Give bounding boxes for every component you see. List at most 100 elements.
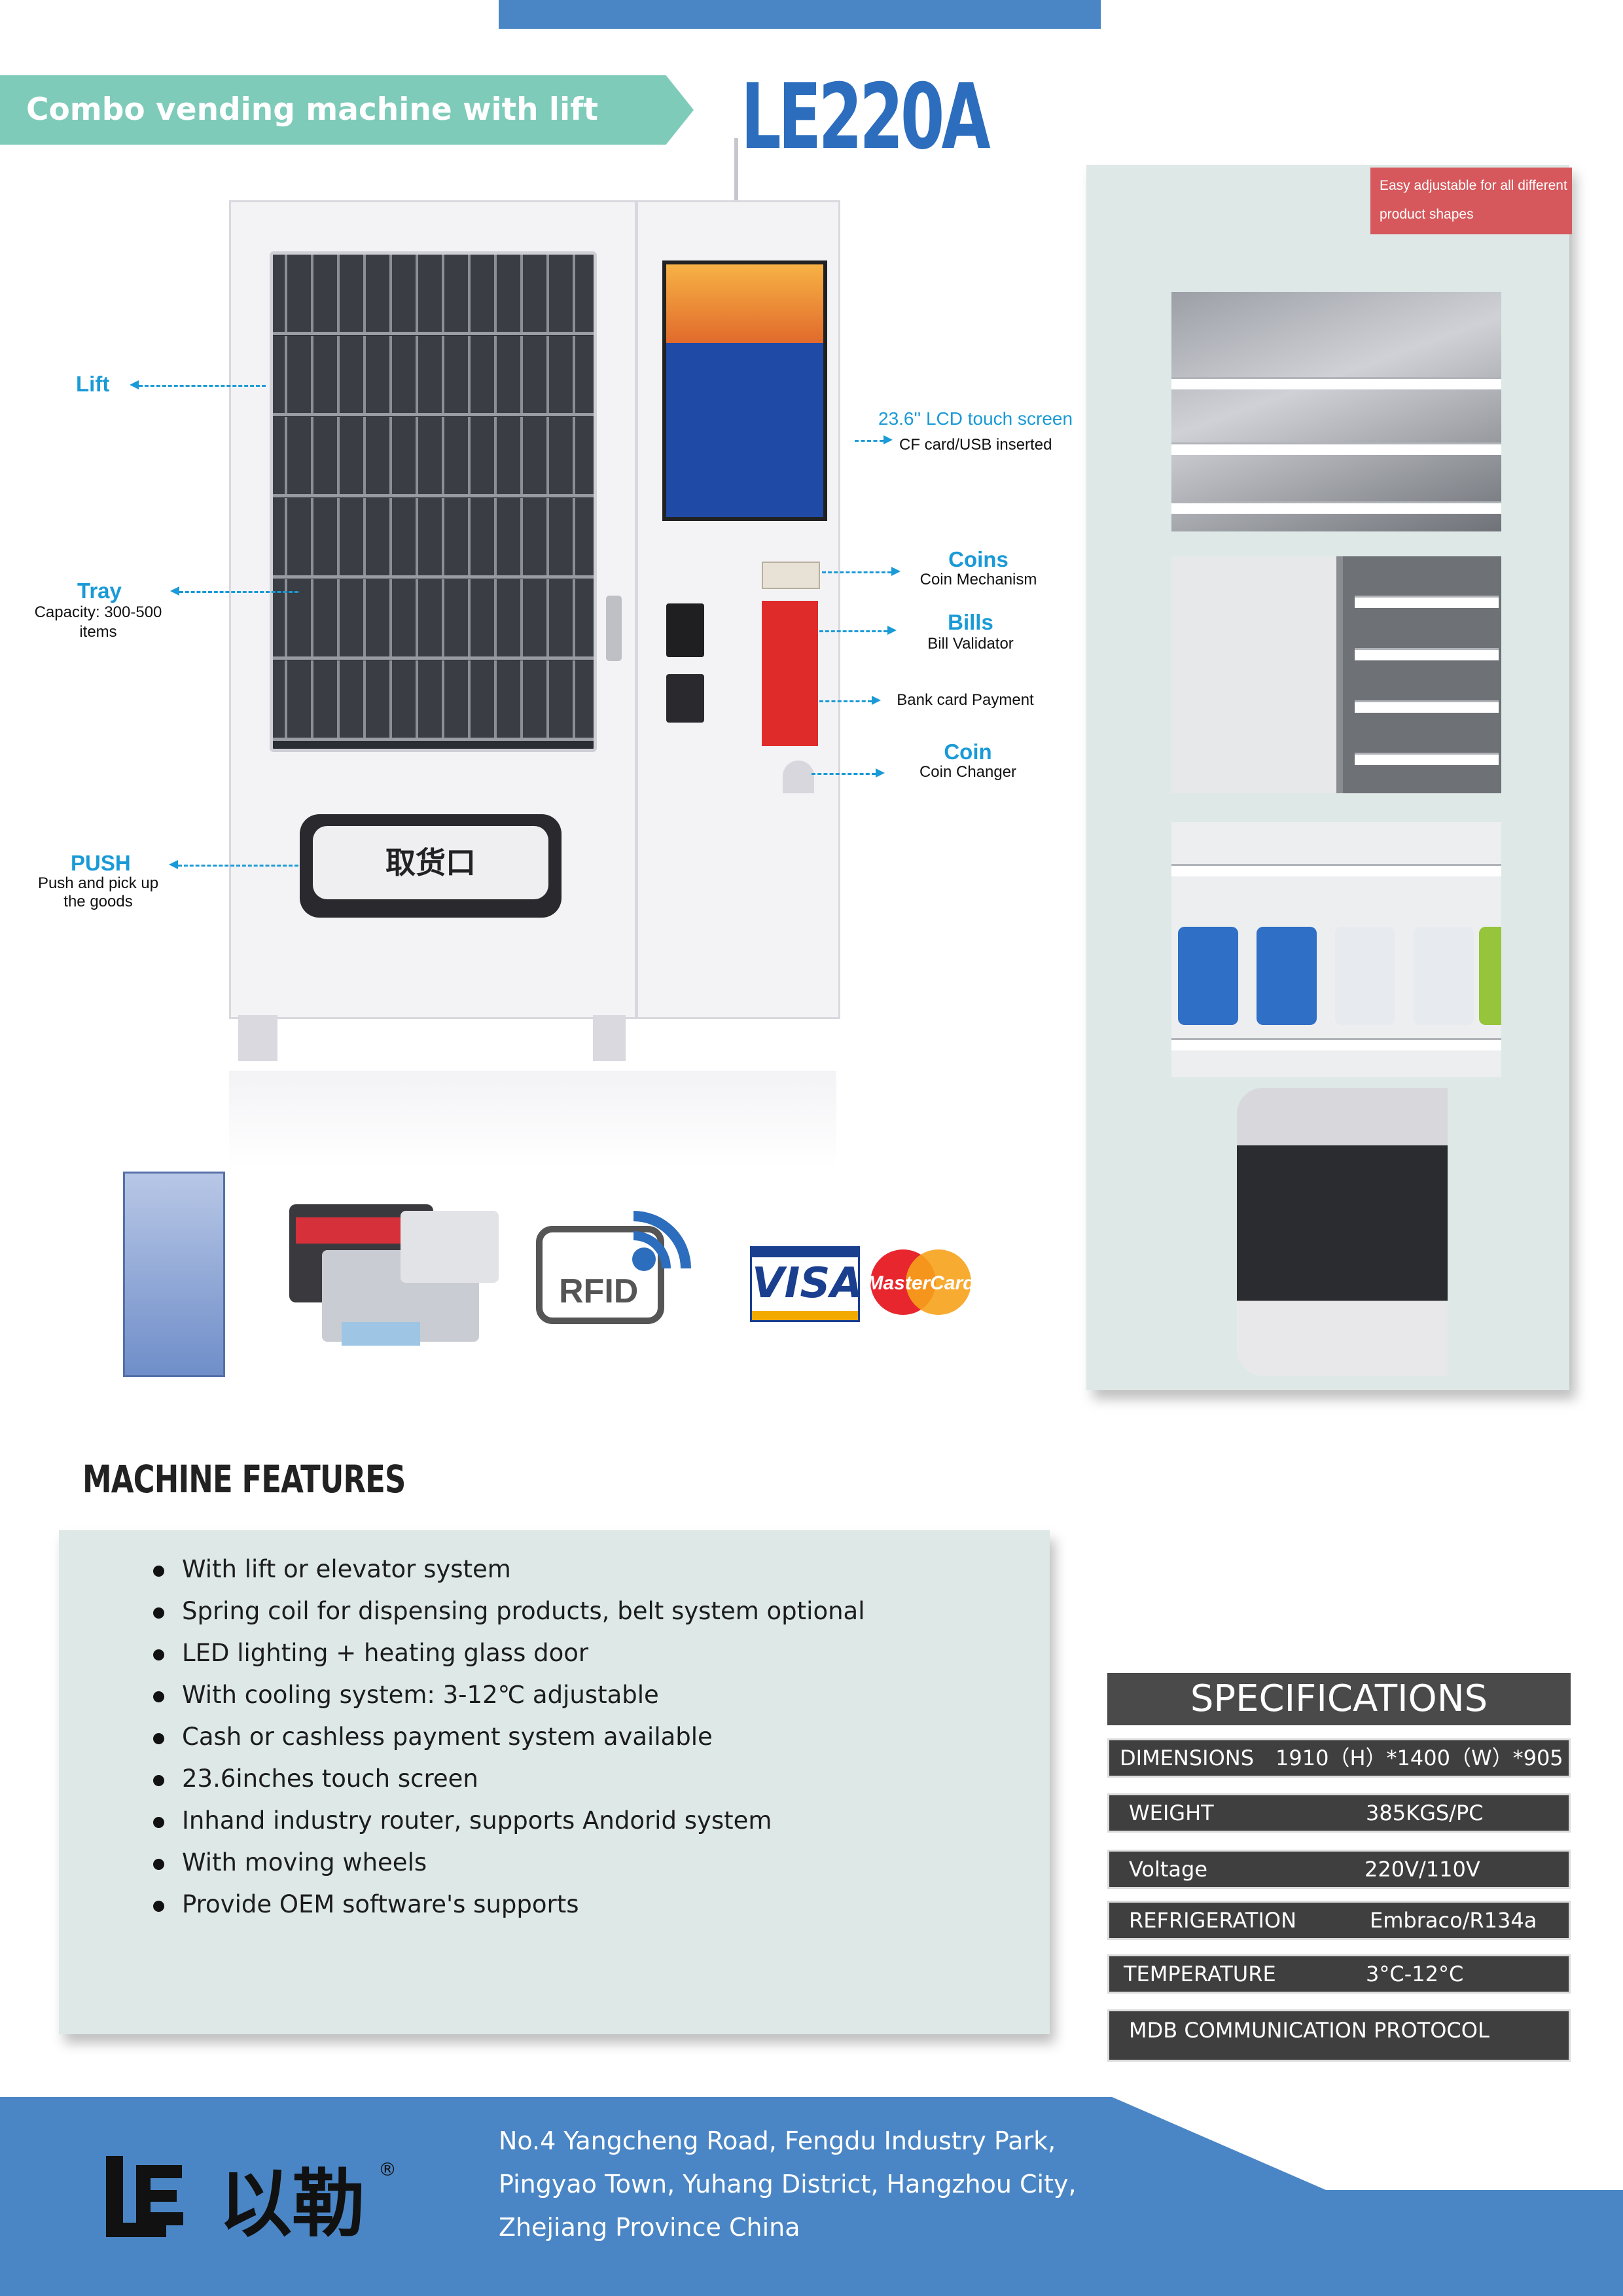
spec-row-refrigeration: REFRIGERATION Embraco/R134a: [1107, 1901, 1571, 1940]
callout-line: [855, 440, 883, 442]
screen-banner: [666, 264, 823, 343]
spec-label: TEMPERATURE: [1124, 1962, 1276, 1986]
callout-screen-sub: CF card/USB inserted: [899, 436, 1052, 454]
arrow-right-icon: [887, 626, 897, 635]
shelf-edge: [1171, 864, 1501, 876]
callout-push-sub: the goods: [63, 893, 133, 910]
arrow-left-icon: [169, 860, 178, 869]
feature-item: Spring coil for dispensing products, bel…: [122, 1590, 865, 1632]
feature-item: Cash or cashless payment system availabl…: [122, 1716, 865, 1758]
callout-tray-sub: Capacity: 300-500: [34, 603, 162, 621]
spec-label: WEIGHT: [1129, 1801, 1214, 1825]
machine-foot: [593, 1015, 626, 1061]
visa-logo: VISA: [750, 1246, 863, 1322]
ribbon-label: Combo vending machine with lift: [26, 92, 599, 128]
mastercard-logo: MasterCard: [870, 1249, 971, 1315]
door-handle: [606, 596, 622, 661]
product-can: [1414, 927, 1474, 1025]
shelf: [273, 660, 594, 741]
arrow-right-icon: [883, 435, 893, 444]
callout-bills-sub: Bill Validator: [927, 635, 1014, 653]
callout-line: [819, 630, 887, 632]
shelf-edge: [1355, 700, 1499, 713]
spec-label: MDB COMMUNICATION PROTOCOL: [1129, 2018, 1489, 2043]
spec-value: Embraco/R134a: [1370, 1908, 1537, 1933]
arrow-left-icon: [130, 380, 139, 389]
bill-validator: [666, 603, 704, 657]
product-can: [1178, 927, 1238, 1025]
visa-stripe-top: [752, 1248, 858, 1257]
shelf-edge: [1171, 1038, 1501, 1050]
registered-mark: ®: [378, 2159, 397, 2180]
spec-label: REFRIGERATION: [1129, 1908, 1296, 1933]
shelf-edge: [1171, 501, 1501, 514]
spec-row-temperature: TEMPERATURE 3°C-12°C: [1107, 1954, 1571, 1994]
bill-validator-device-image: [289, 1204, 499, 1346]
features-list: With lift or elevator system Spring coil…: [122, 1549, 865, 1926]
callout-line: [179, 591, 298, 593]
shelf: [273, 579, 594, 660]
callout-push: PUSH: [71, 851, 131, 875]
payment-instruction-panel: [762, 601, 818, 746]
arrow-right-icon: [872, 696, 881, 705]
top-accent-bar: [499, 0, 1101, 29]
callout-line: [819, 700, 872, 702]
spec-row-mdb: MDB COMMUNICATION PROTOCOL: [1107, 2009, 1571, 2062]
shelf-edge: [1171, 377, 1501, 389]
adjustable-note: Easy adjustable for all different produc…: [1370, 168, 1572, 234]
company-address: No.4 Yangcheng Road, Fengdu Industry Par…: [499, 2119, 1077, 2249]
pickup-slot-label: 取货口: [313, 826, 548, 899]
router-antenna: [734, 138, 738, 200]
spec-row-weight: WEIGHT 385KGS/PC: [1107, 1793, 1571, 1833]
glass-door: [270, 251, 597, 752]
rfid-logo: RFID: [536, 1211, 691, 1324]
callout-tray: Tray: [77, 579, 122, 603]
feature-item: With moving wheels: [122, 1842, 865, 1884]
callout-screen: 23.6'' LCD touch screen: [878, 408, 1073, 429]
product-can: [1257, 927, 1317, 1025]
company-logo: 以勒 ®: [106, 2156, 397, 2241]
spec-value: 385KGS/PC: [1366, 1801, 1484, 1825]
shelf-edge: [1355, 648, 1499, 660]
visa-stripe-bottom: [752, 1311, 858, 1320]
model-number: LE220A: [741, 64, 991, 170]
arrow-left-icon: [170, 586, 179, 596]
spec-value: 220V/110V: [1364, 1857, 1480, 1882]
address-line: Zhejiang Province China: [499, 2213, 800, 2242]
callout-line: [822, 571, 891, 573]
spec-label: Voltage: [1129, 1857, 1208, 1882]
spec-value: 3°C-12°C: [1366, 1962, 1464, 1986]
feature-item: LED lighting + heating glass door: [122, 1632, 865, 1674]
shelf-edge: [1355, 596, 1499, 608]
specs-title: SPECIFICATIONS: [1107, 1673, 1571, 1725]
callout-coins-sub: Coin Mechanism: [919, 571, 1037, 588]
callout-coin-sub: Coin Changer: [919, 763, 1017, 781]
callout-line: [812, 773, 876, 775]
feature-item: With lift or elevator system: [122, 1549, 865, 1590]
photo-pickup-door: [1237, 1088, 1448, 1376]
callout-line: [139, 385, 266, 387]
callout-tray-sub: items: [79, 623, 117, 641]
feature-item: Inhand industry router, supports Andorid…: [122, 1800, 865, 1842]
shelf: [273, 498, 594, 579]
spec-value: 1910（H）*1400（W）*905: [1275, 1746, 1563, 1770]
callout-coins: Coins: [948, 547, 1008, 571]
photo-adjustable-trays: [1171, 556, 1501, 793]
lcd-touch-screen: [662, 260, 827, 521]
mastercard-text: MasterCard: [870, 1272, 971, 1294]
arrow-right-icon: [876, 768, 885, 778]
address-line: Pingyao Town, Yuhang District, Hangzhou …: [499, 2170, 1077, 2198]
shelf: [273, 255, 594, 335]
coin-changer-cup: [783, 761, 814, 793]
floor-reflection: [229, 1071, 836, 1169]
callout-push-sub: Push and pick up: [37, 874, 159, 892]
coin-mechanism: [762, 562, 820, 589]
logo-text: 以勒: [219, 2162, 365, 2241]
spec-row-dimensions: DIMENSIONS 1910（H）*1400（W）*905: [1107, 1738, 1571, 1778]
shelf-edge: [1355, 753, 1499, 765]
features-title: MACHINE FEATURES: [82, 1457, 406, 1501]
spec-label: DIMENSIONS: [1120, 1746, 1255, 1770]
product-can: [1335, 927, 1395, 1025]
address-line: No.4 Yangcheng Road, Fengdu Industry Par…: [499, 2126, 1056, 2155]
title-ribbon: [0, 75, 694, 145]
